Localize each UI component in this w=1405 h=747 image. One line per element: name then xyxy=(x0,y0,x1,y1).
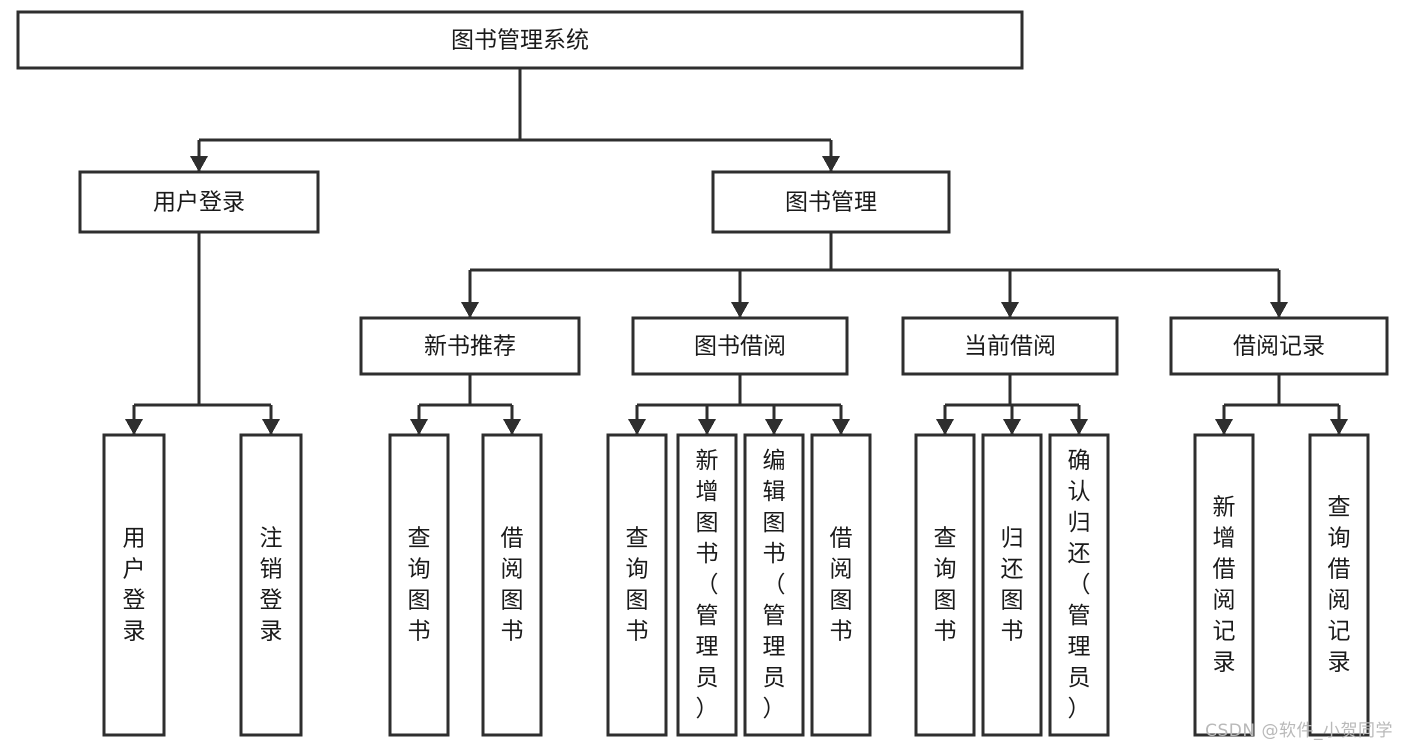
arrow-head-icon xyxy=(832,419,850,435)
arrow-head-icon xyxy=(731,302,749,318)
node-label-recommend-borrow-book: 借阅图书 xyxy=(501,525,524,644)
node-box-current-query-book[interactable] xyxy=(914,433,976,737)
node-label-borrow-query-book: 查询图书 xyxy=(626,525,649,644)
node-box-recommend-query-book[interactable] xyxy=(388,433,450,737)
node-recommend-borrow-book[interactable]: 借阅图书 xyxy=(481,433,543,737)
node-label-book-manage: 图书管理 xyxy=(785,190,877,216)
node-label-borrow-borrow-book: 借阅图书 xyxy=(830,525,853,644)
node-new-book-recommend[interactable]: 新书推荐 xyxy=(359,316,581,376)
nodes-layer: 图书管理系统用户登录图书管理用户登录注销登录新书推荐图书借阅当前借阅借阅记录查询… xyxy=(16,10,1389,737)
node-current-confirm-return[interactable]: 确认归还（管理员） xyxy=(1048,433,1110,737)
node-box-user-login-do[interactable] xyxy=(102,433,166,737)
node-box-record-add[interactable] xyxy=(1193,433,1255,737)
node-box-borrow-edit-book[interactable] xyxy=(743,433,805,737)
node-user-logout[interactable]: 注销登录 xyxy=(239,433,303,737)
arrow-head-icon xyxy=(503,419,521,435)
node-box-current-borrow[interactable] xyxy=(901,316,1119,376)
node-box-current-confirm-return[interactable] xyxy=(1048,433,1110,737)
arrow-head-icon xyxy=(190,156,208,172)
node-box-book-borrow[interactable] xyxy=(631,316,849,376)
node-box-recommend-borrow-book[interactable] xyxy=(481,433,543,737)
node-borrow-query-book[interactable]: 查询图书 xyxy=(606,433,668,737)
arrow-head-icon xyxy=(410,419,428,435)
node-label-record-query: 查询借阅记录 xyxy=(1328,494,1351,675)
node-label-new-book-recommend: 新书推荐 xyxy=(424,334,516,360)
node-box-book-manage[interactable] xyxy=(711,170,951,234)
node-label-user-login: 用户登录 xyxy=(153,190,245,216)
node-box-borrow-query-book[interactable] xyxy=(606,433,668,737)
node-label-borrow-add-book: 新增图书（管理员） xyxy=(696,448,719,722)
node-box-current-return-book[interactable] xyxy=(981,433,1043,737)
arrow-head-icon xyxy=(1003,419,1021,435)
node-label-recommend-query-book: 查询图书 xyxy=(408,525,431,644)
node-current-query-book[interactable]: 查询图书 xyxy=(914,433,976,737)
arrow-head-icon xyxy=(125,419,143,435)
node-box-new-book-recommend[interactable] xyxy=(359,316,581,376)
node-label-book-borrow: 图书借阅 xyxy=(694,334,786,360)
node-label-current-confirm-return: 确认归还（管理员） xyxy=(1068,448,1091,722)
node-undefined[interactable]: 图书管理系统 xyxy=(16,10,1024,70)
arrow-head-icon xyxy=(765,419,783,435)
arrow-head-icon xyxy=(262,419,280,435)
node-box-borrow-record[interactable] xyxy=(1169,316,1389,376)
node-user-login-do[interactable]: 用户登录 xyxy=(102,433,166,737)
node-label-current-borrow: 当前借阅 xyxy=(964,334,1056,360)
node-box-undefined[interactable] xyxy=(16,10,1024,70)
node-record-query[interactable]: 查询借阅记录 xyxy=(1308,433,1370,737)
node-current-borrow[interactable]: 当前借阅 xyxy=(901,316,1119,376)
node-recommend-query-book[interactable]: 查询图书 xyxy=(388,433,450,737)
node-borrow-borrow-book[interactable]: 借阅图书 xyxy=(810,433,872,737)
arrow-head-icon xyxy=(1270,302,1288,318)
node-box-user-logout[interactable] xyxy=(239,433,303,737)
node-record-add[interactable]: 新增借阅记录 xyxy=(1193,433,1255,737)
node-user-login[interactable]: 用户登录 xyxy=(78,170,320,234)
node-label-current-query-book: 查询图书 xyxy=(934,525,957,644)
arrow-head-icon xyxy=(1001,302,1019,318)
arrow-head-icon xyxy=(1330,419,1348,435)
node-borrow-add-book[interactable]: 新增图书（管理员） xyxy=(676,433,738,737)
connectors-layer xyxy=(125,68,1348,435)
node-book-manage[interactable]: 图书管理 xyxy=(711,170,951,234)
arrow-head-icon xyxy=(936,419,954,435)
node-label-record-add: 新增借阅记录 xyxy=(1213,494,1236,675)
node-borrow-record[interactable]: 借阅记录 xyxy=(1169,316,1389,376)
node-borrow-edit-book[interactable]: 编辑图书（管理员） xyxy=(743,433,805,737)
node-current-return-book[interactable]: 归还图书 xyxy=(981,433,1043,737)
arrow-head-icon xyxy=(628,419,646,435)
node-label-current-return-book: 归还图书 xyxy=(1001,525,1024,644)
arrow-head-icon xyxy=(1215,419,1233,435)
node-label-borrow-edit-book: 编辑图书（管理员） xyxy=(763,448,786,722)
arrow-head-icon xyxy=(1070,419,1088,435)
node-label-user-login-do: 用户登录 xyxy=(123,525,146,644)
node-label-user-logout: 注销登录 xyxy=(260,525,283,644)
node-label-undefined: 图书管理系统 xyxy=(451,28,589,54)
node-box-user-login[interactable] xyxy=(78,170,320,234)
node-label-borrow-record: 借阅记录 xyxy=(1233,334,1325,360)
node-box-record-query[interactable] xyxy=(1308,433,1370,737)
node-box-borrow-borrow-book[interactable] xyxy=(810,433,872,737)
arrow-head-icon xyxy=(822,156,840,172)
arrow-head-icon xyxy=(698,419,716,435)
node-box-borrow-add-book[interactable] xyxy=(676,433,738,737)
arrow-head-icon xyxy=(461,302,479,318)
node-book-borrow[interactable]: 图书借阅 xyxy=(631,316,849,376)
